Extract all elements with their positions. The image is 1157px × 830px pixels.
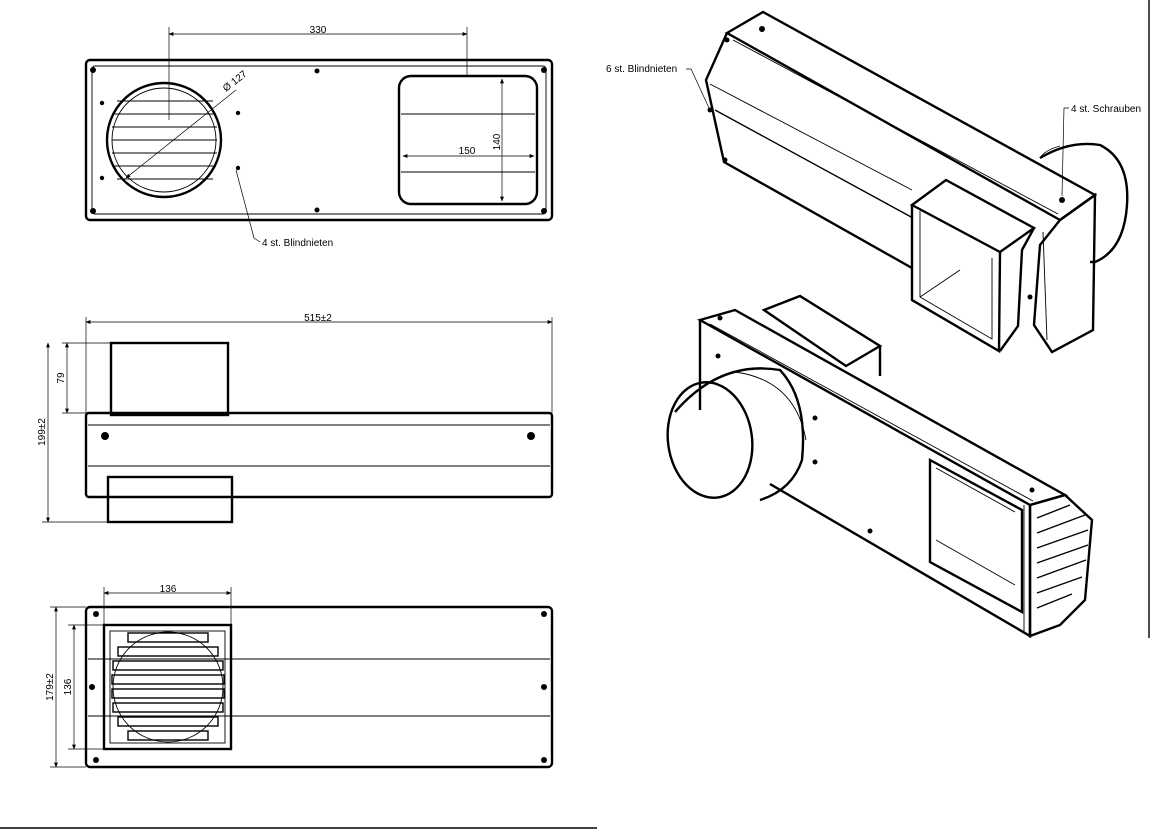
dim-136-v-label: 136 xyxy=(63,678,74,695)
iso-view-bottom xyxy=(666,294,1094,639)
iso-view-top: 6 st. Blindnieten 4 st. Schrauben xyxy=(606,10,1141,354)
dim-150-label: 150 xyxy=(459,146,476,157)
screw-note-iso: 4 st. Schrauben xyxy=(1071,104,1141,115)
rivet-note-iso: 6 st. Blindnieten xyxy=(606,64,677,75)
rivet-note-front: 4 st. Blindnieten xyxy=(262,238,333,249)
dim-515-label: 515±2 xyxy=(304,313,332,324)
dim-79-label: 79 xyxy=(56,372,67,384)
front-view: 330 Ø 127 150 140 4 st. Blindnieten xyxy=(84,25,554,249)
dim-140-label: 140 xyxy=(492,133,503,150)
round-outlet xyxy=(105,81,237,199)
rect-vent xyxy=(397,74,539,206)
dim-199-label: 199±2 xyxy=(37,418,48,446)
bottom-view: 136 179±2 136 xyxy=(45,584,554,769)
wall-grille xyxy=(102,623,233,751)
dim-136-h-label: 136 xyxy=(160,584,177,595)
dim-330-label: 330 xyxy=(310,25,327,36)
side-view: 515±2 79 199±2 xyxy=(37,313,554,524)
dim-179-label: 179±2 xyxy=(45,673,56,701)
